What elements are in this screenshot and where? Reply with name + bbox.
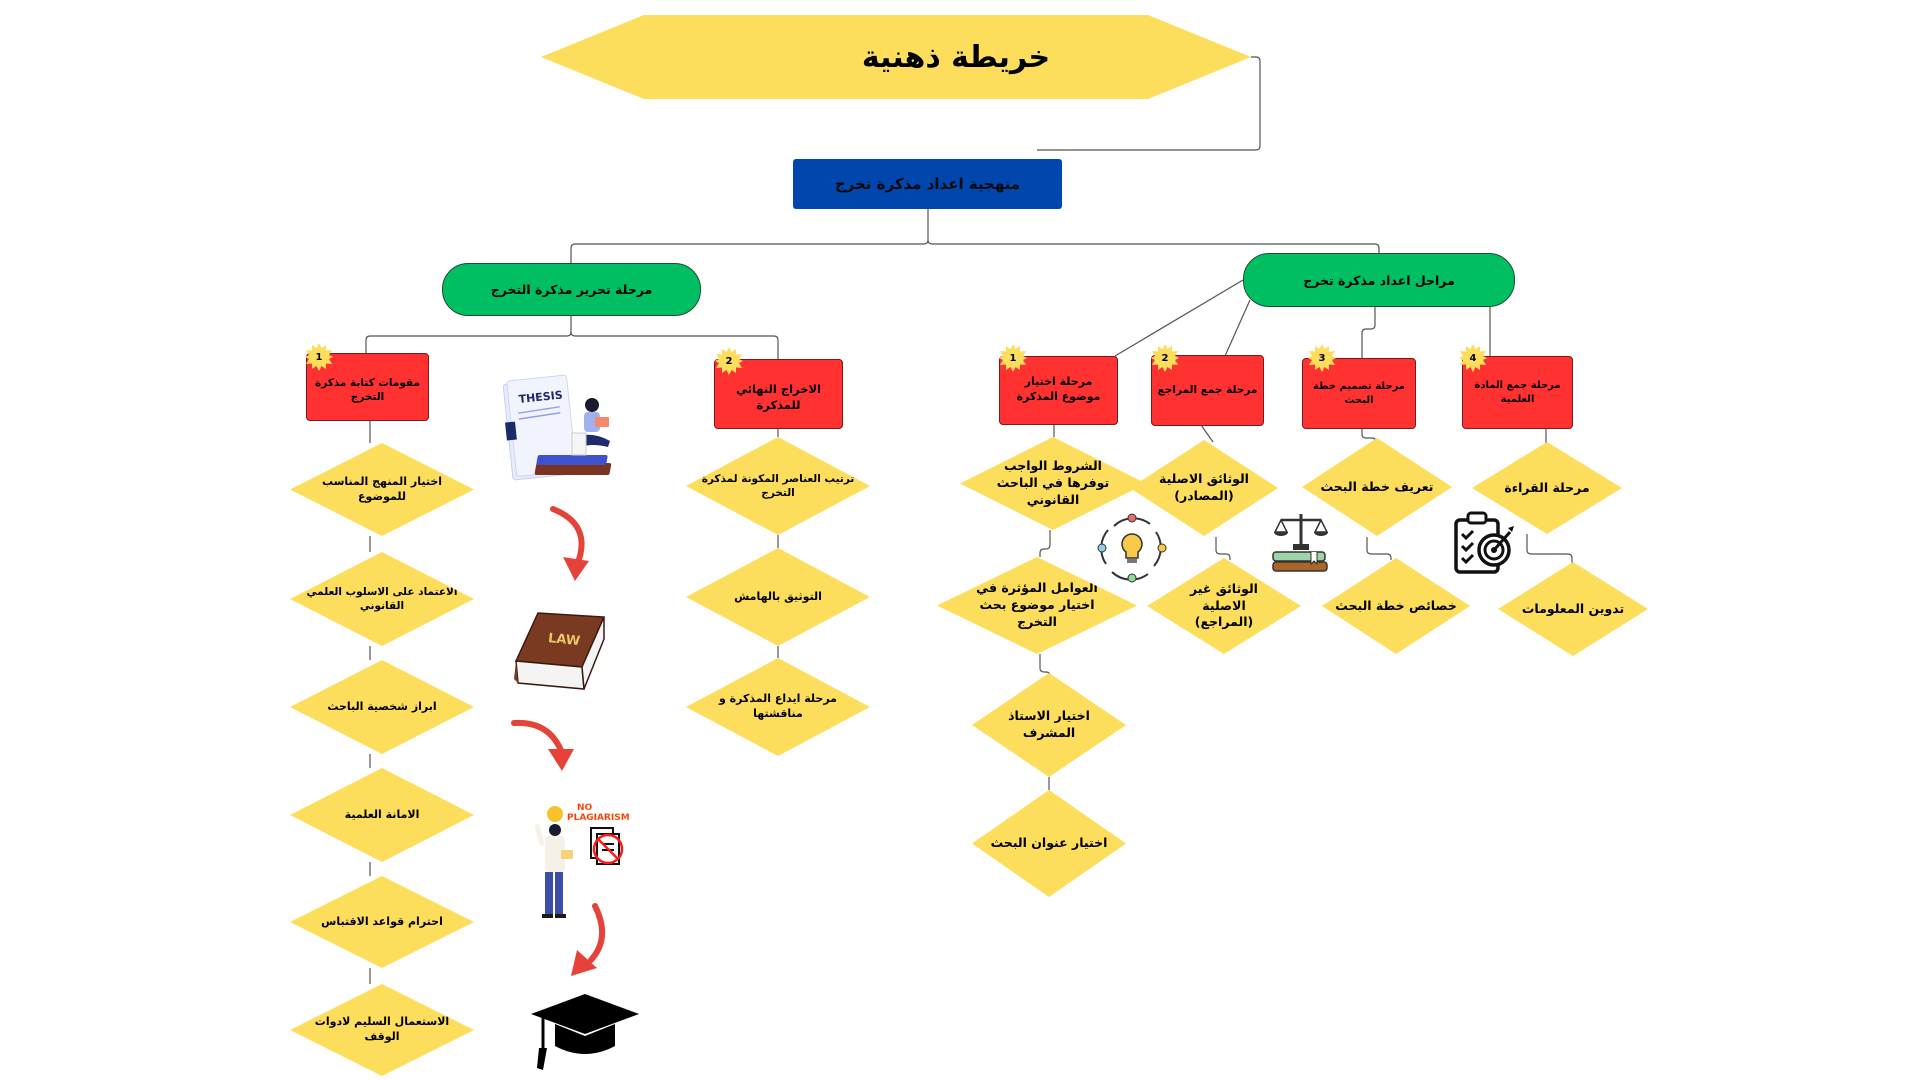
law-book-icon: LAW xyxy=(514,612,606,690)
flow-arrow-icon xyxy=(571,903,605,976)
flow-arrow-icon xyxy=(511,719,574,771)
badge-star-icon: 4 xyxy=(1459,344,1487,372)
group-writing-1[interactable]: مقومات كتابة مذكرة التخرج xyxy=(306,353,429,421)
badge-star-icon: 1 xyxy=(999,344,1027,372)
connector-title-root xyxy=(1037,56,1261,151)
branch-preparation-label: مراحل اعداد مذكرة تخرج xyxy=(1303,272,1455,288)
badge-star-icon: 3 xyxy=(1308,344,1336,372)
connector-prep-g2 xyxy=(1224,299,1251,357)
group-preparation-1[interactable]: مرحلة اختيار موضوع المذكرة xyxy=(999,356,1118,425)
connector-root-right xyxy=(927,239,1380,253)
thesis-illustration-icon: THESIS xyxy=(502,375,612,481)
connector-prep-g1 xyxy=(1114,279,1244,357)
root-label: منهجية اعداد مذكرة تخرج xyxy=(834,175,1021,193)
svg-text:LAW: LAW xyxy=(547,631,581,649)
group-label: مقومات كتابة مذكرة التخرج xyxy=(315,377,420,404)
badge-star-icon: 2 xyxy=(1151,344,1179,372)
clipboard-target-icon xyxy=(1454,511,1514,574)
connector-root-branches xyxy=(570,208,929,263)
branch-writing[interactable]: مرحلة تحرير مذكرة التخرج xyxy=(442,263,701,316)
mind-map-title: خريطة ذهنية xyxy=(541,15,1251,99)
no-plagiarism-illustration-icon: NO PLAGIARISM xyxy=(534,803,630,918)
group-label: مرحلة تصميم خطة البحث xyxy=(1313,381,1405,406)
group-label: مرحلة جمع المراجع xyxy=(1157,384,1258,397)
title-text: خريطة ذهنية xyxy=(861,39,1051,75)
branch-writing-label: مرحلة تحرير مذكرة التخرج xyxy=(490,282,653,297)
group-preparation-4[interactable]: مرحلة جمع المادة العلمية xyxy=(1462,356,1573,429)
connector-writing-g2 xyxy=(570,331,779,359)
flow-arrow-icon xyxy=(550,506,589,581)
group-label: مرحلة اختيار موضوع المذكرة xyxy=(1016,375,1101,403)
branch-preparation[interactable]: مراحل اعداد مذكرة تخرج xyxy=(1243,253,1515,307)
group-label: مرحلة جمع المادة العلمية xyxy=(1474,380,1561,405)
idea-cycle-icon xyxy=(1097,513,1167,583)
connector-prep-g3 xyxy=(1361,307,1376,358)
root-node[interactable]: منهجية اعداد مذكرة تخرج xyxy=(793,159,1062,209)
badge-star-icon: 1 xyxy=(305,343,333,371)
group-label: الاخراج النهائي للمذكرة xyxy=(736,382,821,412)
connector-writing-g1 xyxy=(365,316,572,353)
justice-scales-books-icon xyxy=(1272,514,1329,572)
svg-text:PLAGIARISM: PLAGIARISM xyxy=(567,813,630,823)
svg-text:THESIS: THESIS xyxy=(518,388,563,406)
badge-star-icon: 2 xyxy=(715,347,743,375)
svg-text:NO: NO xyxy=(577,803,593,813)
graduation-cap-icon xyxy=(531,994,639,1070)
